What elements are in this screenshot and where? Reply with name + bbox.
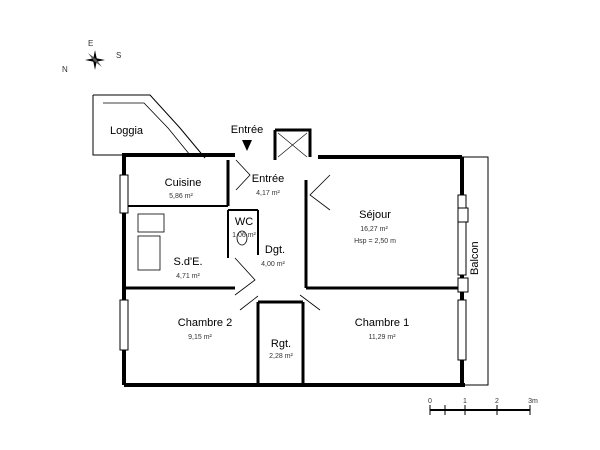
room-sejour-height: Hsp = 2,50 m [354, 238, 396, 245]
room-sejour-area: 16,27 m² [360, 226, 388, 233]
window-left-2 [119, 299, 129, 351]
scale-bar [429, 405, 531, 415]
room-balcon-name: Balcon [469, 241, 481, 275]
door-sde [234, 257, 256, 296]
compass-rose-icon [85, 50, 105, 70]
room-sejour-name: Séjour [359, 209, 391, 221]
room-loggia-name: Loggia [110, 125, 144, 137]
room-chambre1-name: Chambre 1 [354, 317, 410, 329]
room-entree-name: Entrée [251, 173, 285, 185]
room-rgt-area: 2,28 m² [269, 353, 293, 360]
bathtub [137, 235, 161, 271]
room-dgt-name: Dgt. [264, 244, 286, 256]
scale-tick-0: 0 [428, 398, 432, 405]
room-cuisine-area: 5,86 m² [169, 193, 193, 200]
entry-niche [273, 128, 312, 160]
entry-niche-cross [277, 132, 308, 158]
loggia-inner [103, 102, 191, 156]
compass-e-label: E [88, 39, 94, 48]
window-right-2 [457, 299, 467, 361]
scale-tick-2: 2 [495, 398, 499, 405]
compass-n-label: N [62, 65, 68, 74]
entrance-label: Entrée [230, 124, 264, 136]
wall-wc [227, 209, 259, 258]
wall-bedrooms [256, 300, 305, 385]
room-chambre2-area: 9,15 m² [188, 334, 212, 341]
balcony-post-2 [457, 207, 469, 223]
room-chambre2-name: Chambre 2 [177, 317, 233, 329]
room-chambre1-area: 11,29 m² [368, 334, 396, 341]
window-left [119, 174, 129, 214]
scale-tick-3: 3m [528, 398, 538, 405]
balcony-post [457, 277, 469, 293]
entry-arrow-icon [242, 140, 252, 151]
room-dgt-area: 4,00 m² [261, 261, 285, 268]
window-right [457, 194, 467, 276]
room-wc-name: WC [234, 216, 254, 228]
room-sde-name: S.d'E. [173, 256, 203, 268]
door-bedroom-1 [239, 294, 321, 311]
sink [137, 213, 165, 233]
room-wc-area: 1,06 m² [232, 232, 256, 239]
scale-tick-1: 1 [463, 398, 467, 405]
balcony-outline [462, 156, 489, 386]
room-entree-area: 4,17 m² [256, 190, 280, 197]
compass-s-label: S [116, 51, 122, 60]
room-rgt-name: Rgt. [270, 338, 292, 350]
room-cuisine-name: Cuisine [164, 177, 202, 189]
toilet [236, 230, 248, 246]
door-entree [235, 159, 331, 211]
room-sde-area: 4,71 m² [176, 273, 200, 280]
